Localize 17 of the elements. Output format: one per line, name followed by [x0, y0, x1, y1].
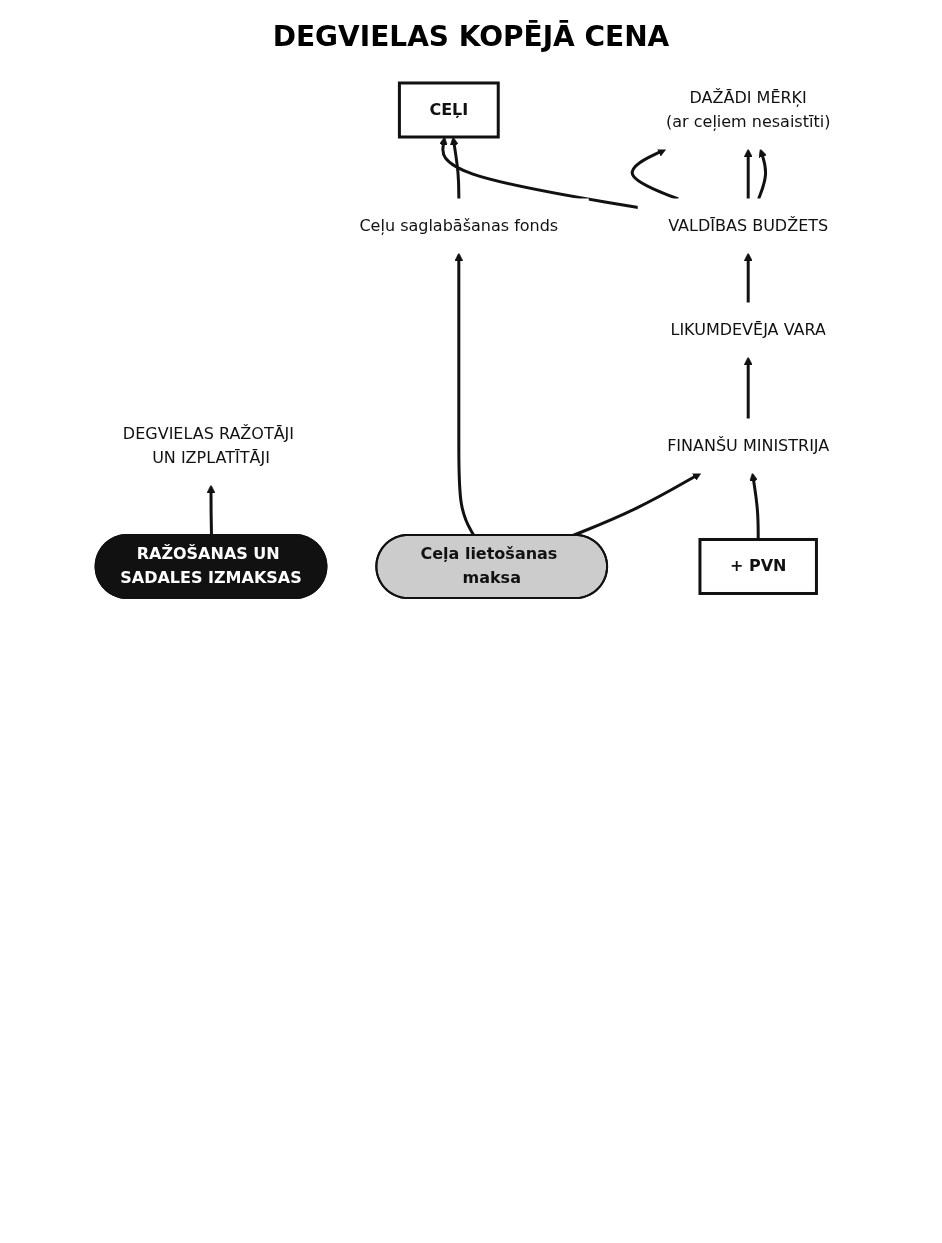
arrow: [744, 356, 753, 419]
node-text: LIKUMDEVĒJA VARA: [670, 319, 827, 339]
arrow: [206, 484, 216, 536]
node-text: FINANŠU MINISTRIJA: [667, 435, 830, 455]
node-text: VALDĪBAS BUDŽETS: [668, 216, 829, 235]
arrow: [572, 472, 702, 537]
price-heading: DEGVIELAS KOPĒJĀ CENA: [272, 20, 670, 53]
arrow: [744, 252, 753, 303]
node-text: DAŽĀDI MĒRĶI (ar ceļiem nesaistīti): [666, 88, 831, 131]
node-text: Ceļu saglabāšanas fonds: [359, 216, 559, 235]
arrow: [631, 148, 680, 201]
node-text: DEGVIELAS RAŽOTĀJI UN IZPLATĪTĀJI: [123, 423, 295, 467]
node-box: CEĻI: [398, 81, 501, 139]
arrow: [744, 148, 753, 199]
node-box: + PVN: [698, 538, 819, 595]
arrow: [749, 472, 760, 540]
arrow: [757, 148, 768, 200]
